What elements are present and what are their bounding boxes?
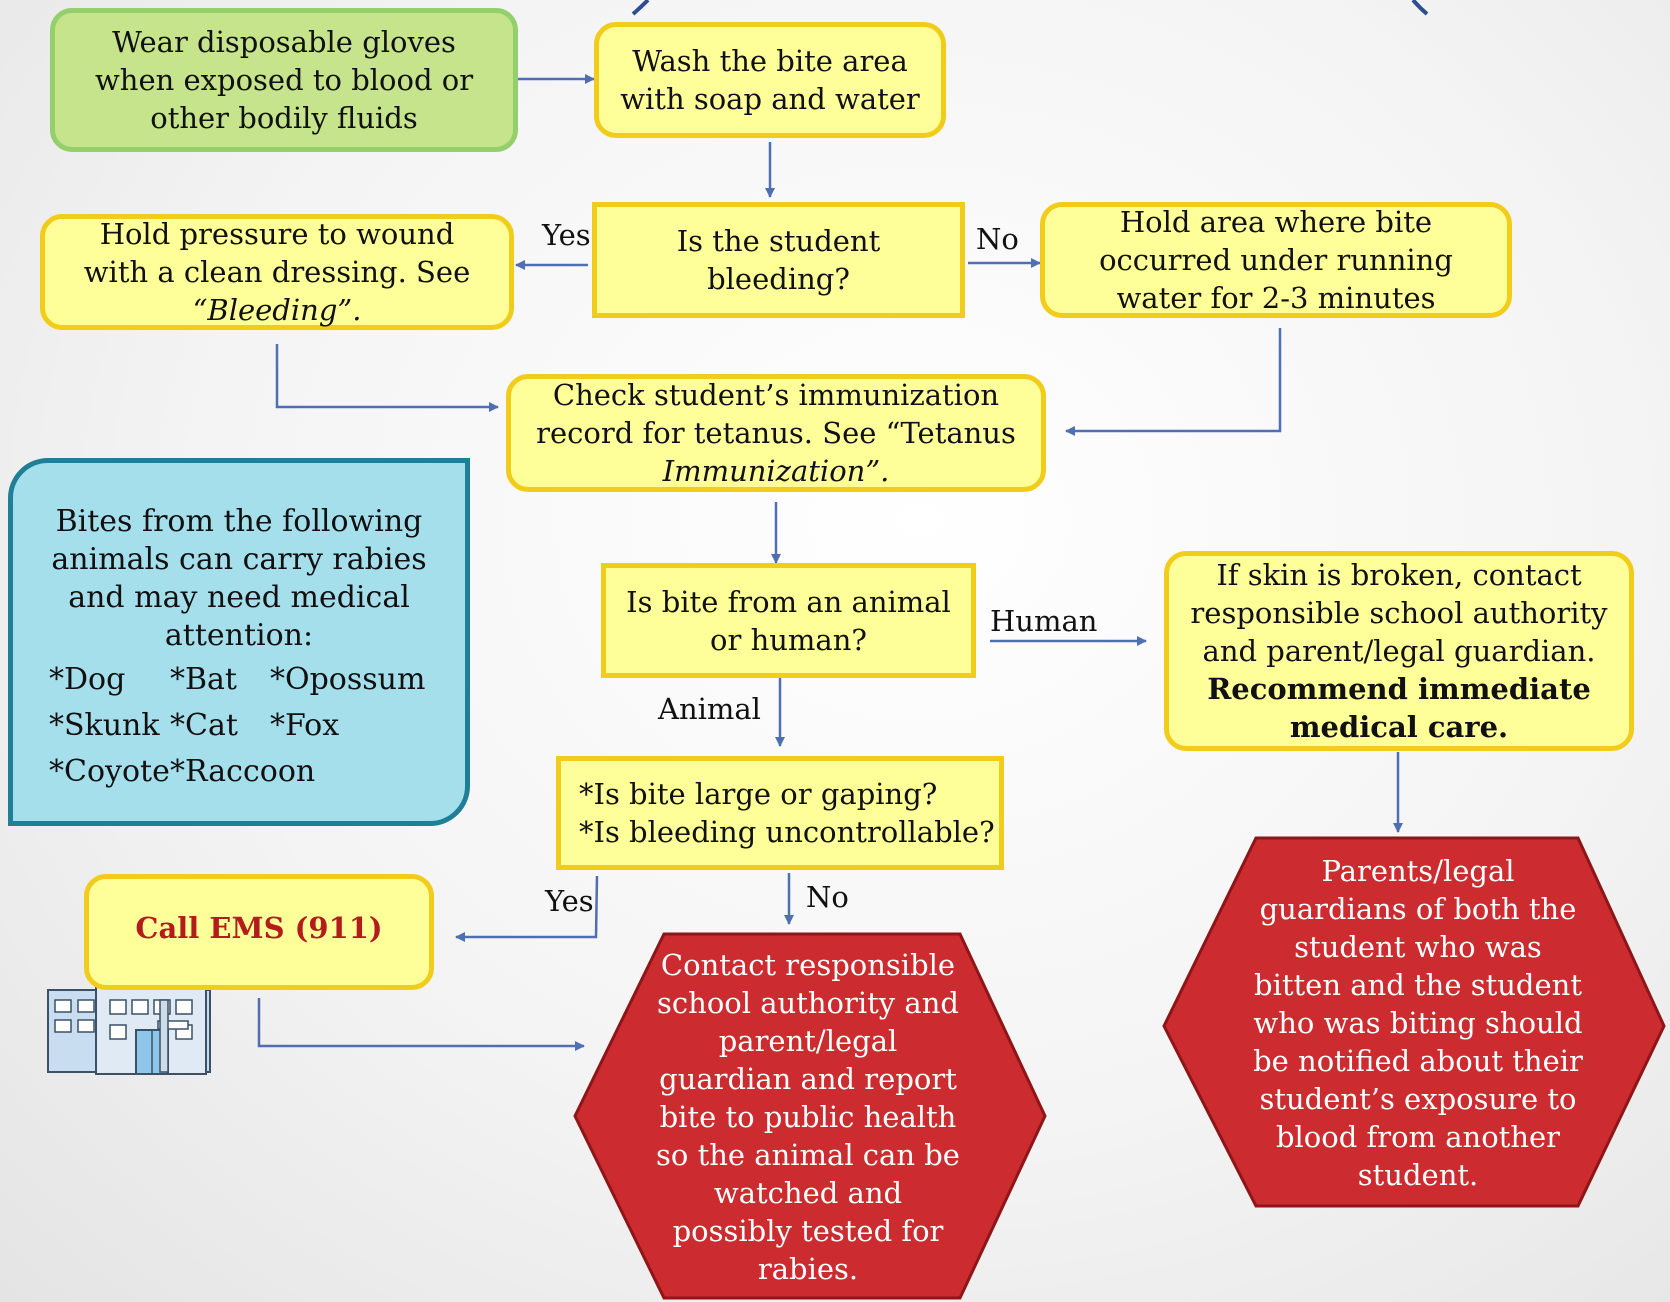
edge-label-animal: Animal [658, 692, 761, 726]
parents-notified-line-8: blood from another [1275, 1120, 1561, 1154]
rabies-note-intro: Bites from the following animals can car… [13, 503, 465, 655]
animal-bat: *Bat [170, 662, 237, 697]
parents-notified-line-6: be notified about their [1253, 1044, 1583, 1078]
animal-or-human-line-1: Is bite from an animal [626, 584, 951, 619]
bleeding-question-line-1: Is the student [676, 224, 881, 258]
parents-notified-line-5: who was biting should [1253, 1006, 1583, 1040]
parents-notified-line-2: guardians of both the [1259, 892, 1577, 926]
pressure-box: Hold pressure to wound with a clean dres… [40, 214, 514, 330]
gloves-line-3: other bodily fluids [150, 101, 418, 135]
parents-notified-line-3: student who was [1294, 930, 1542, 964]
parents-notified-line-9: student. [1357, 1158, 1479, 1192]
animal-dog: *Dog [49, 662, 126, 697]
arrow-pressure-to-immunization [275, 344, 499, 412]
pressure-line-3: “Bleeding”. [192, 293, 362, 327]
parents-notified-hexagon [1162, 836, 1666, 1208]
human-action-line-1: If skin is broken, contact [1216, 558, 1582, 592]
running-water-line-3: water for 2-3 minutes [1116, 281, 1436, 315]
edge-label-yes-bleeding: Yes [542, 218, 591, 252]
contact-report-line-6: so the animal can be [656, 1138, 960, 1172]
contact-report-hexagon [573, 932, 1047, 1300]
animal-or-human-line-2: or human? [710, 622, 867, 657]
contact-report-line-5: bite to public health [659, 1100, 957, 1134]
wash-line-2: with soap and water [620, 82, 920, 116]
parents-notified-line-4: bitten and the student [1254, 968, 1582, 1002]
running-water-box: Hold area where bite occurred under runn… [1040, 202, 1512, 318]
contact-report-line-8: possibly tested for [672, 1214, 944, 1248]
contact-report-line-9: rabies. [757, 1252, 859, 1286]
bleeding-question-box: Is the student bleeding? [592, 202, 965, 318]
contact-report-line-4: guardian and report [659, 1062, 957, 1096]
edge-label-human: Human [990, 604, 1098, 638]
pressure-line-1: Hold pressure to wound [99, 217, 455, 251]
rabies-intro-line-1: Bites from the following [55, 504, 423, 539]
immunization-line-1: Check student’s immunization [552, 378, 1000, 412]
edge-label-no-large-bite: No [806, 880, 849, 914]
human-action-line-2: responsible school authority [1190, 596, 1608, 630]
animal-cat: *Cat [170, 708, 238, 743]
arrow-running-water-to-immunization [1065, 328, 1282, 436]
animal-coyote: *Coyote [49, 754, 170, 789]
edge-label-yes-large-bite: Yes [545, 884, 594, 918]
wash-line-1: Wash the bite area [632, 44, 908, 78]
contact-report-line-3: parent/legal [718, 1024, 898, 1058]
top-banner-bracket [631, 0, 1429, 16]
parents-notified-line-1: Parents/legal [1321, 854, 1515, 888]
large-bite-line-1: *Is bite large or gaping? [579, 777, 938, 811]
rabies-intro-line-2: animals can carry rabies [51, 542, 427, 577]
animal-raccoon: *Raccoon [170, 754, 316, 789]
contact-report-line-1: Contact responsible [660, 948, 956, 982]
contact-report-line-2: school authority and [657, 986, 959, 1020]
animal-or-human-box: Is bite from an animal or human? [601, 563, 976, 678]
rabies-intro-line-3: and may need medical [68, 580, 410, 615]
arrow-ems-to-contact [257, 998, 585, 1051]
call-ems-label: Call EMS (911) [135, 911, 383, 945]
pressure-line-2: with a clean dressing. See [83, 255, 471, 289]
bleeding-question-line-2: bleeding? [707, 262, 850, 296]
immunization-box: Check student’s immunization record for … [506, 374, 1046, 492]
large-bite-line-2: *Is bleeding uncontrollable? [579, 815, 995, 849]
animal-opossum: *Opossum [270, 662, 426, 697]
running-water-line-2: occurred under running [1099, 243, 1453, 277]
parents-notified-line-7: student’s exposure to [1259, 1082, 1577, 1116]
gloves-line-1: Wear disposable gloves [112, 25, 456, 59]
gloves-line-2: when exposed to blood or [94, 63, 474, 97]
contact-report-line-7: watched and [713, 1176, 903, 1210]
parents-notified-text: Parents/legal guardians of both the stud… [1230, 852, 1606, 1194]
immunization-line-3: Immunization”. [662, 454, 890, 488]
running-water-line-1: Hold area where bite [1119, 205, 1433, 239]
rabies-intro-line-4: attention: [164, 618, 314, 653]
gloves-box: Wear disposable gloves when exposed to b… [50, 8, 518, 152]
rabies-note: Bites from the following animals can car… [8, 458, 470, 826]
human-action-line-5: medical care. [1289, 710, 1509, 744]
edge-label-no-bleeding: No [976, 222, 1019, 256]
wash-box: Wash the bite area with soap and water [594, 22, 946, 138]
arrow-large-bite-to-ems [455, 875, 599, 942]
animal-fox: *Fox [270, 708, 340, 743]
contact-report-text: Contact responsible school authority and… [640, 946, 976, 1288]
call-ems-box: Call EMS (911) [84, 874, 434, 990]
human-action-line-4: Recommend immediate [1207, 672, 1591, 706]
human-action-box: If skin is broken, contact responsible s… [1164, 551, 1634, 751]
human-action-line-3: and parent/legal guardian. [1202, 634, 1596, 668]
immunization-line-2: record for tetanus. See “Tetanus [536, 416, 1016, 450]
large-bite-box: *Is bite large or gaping? *Is bleeding u… [556, 756, 1004, 870]
animal-skunk: *Skunk [49, 708, 160, 743]
